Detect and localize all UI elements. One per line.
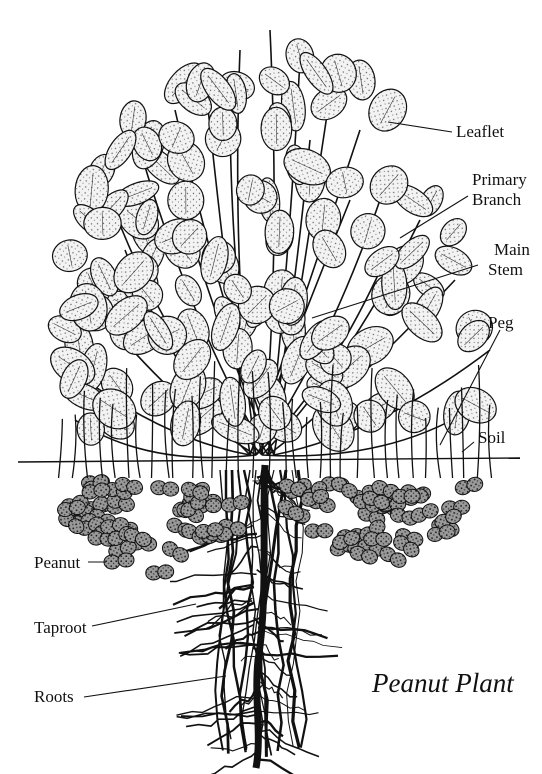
peanut-pod	[305, 524, 333, 538]
peg	[357, 406, 358, 478]
label-taproot: Taproot	[34, 618, 87, 637]
peg	[136, 414, 140, 478]
label-primary-branch-line1: Primary	[472, 170, 527, 189]
soil-line	[18, 458, 520, 462]
label-main-stem-line2: Stem	[488, 260, 523, 279]
peanut-pod	[220, 494, 250, 514]
label-peg: Peg	[488, 313, 514, 332]
peanut-pod	[145, 564, 174, 580]
peanut-pod	[160, 539, 191, 565]
root	[170, 573, 257, 582]
label-main-stem-line1: Main	[494, 240, 530, 259]
peanut-pod	[150, 480, 179, 497]
label-leaflet: Leaflet	[456, 122, 504, 141]
root	[180, 625, 253, 656]
label-soil: Soil	[478, 428, 505, 447]
diagram-title: Peanut Plant	[372, 668, 514, 699]
leader-roots	[84, 676, 226, 697]
peg	[59, 419, 63, 478]
label-roots: Roots	[34, 687, 74, 706]
peanut-pod	[364, 532, 392, 547]
peg	[72, 415, 76, 478]
peg	[436, 408, 440, 478]
root	[256, 759, 329, 774]
label-primary-branch-line2: Branch	[472, 190, 521, 209]
root	[263, 631, 342, 648]
root	[205, 751, 257, 774]
root	[211, 744, 257, 751]
leader-soil	[462, 442, 474, 452]
peanut-pod	[392, 489, 420, 503]
leader-taproot	[92, 604, 196, 626]
label-peanut: Peanut	[34, 553, 80, 572]
leader-leaflet	[388, 122, 452, 132]
peg	[425, 418, 426, 478]
peanut-pod	[454, 476, 485, 497]
